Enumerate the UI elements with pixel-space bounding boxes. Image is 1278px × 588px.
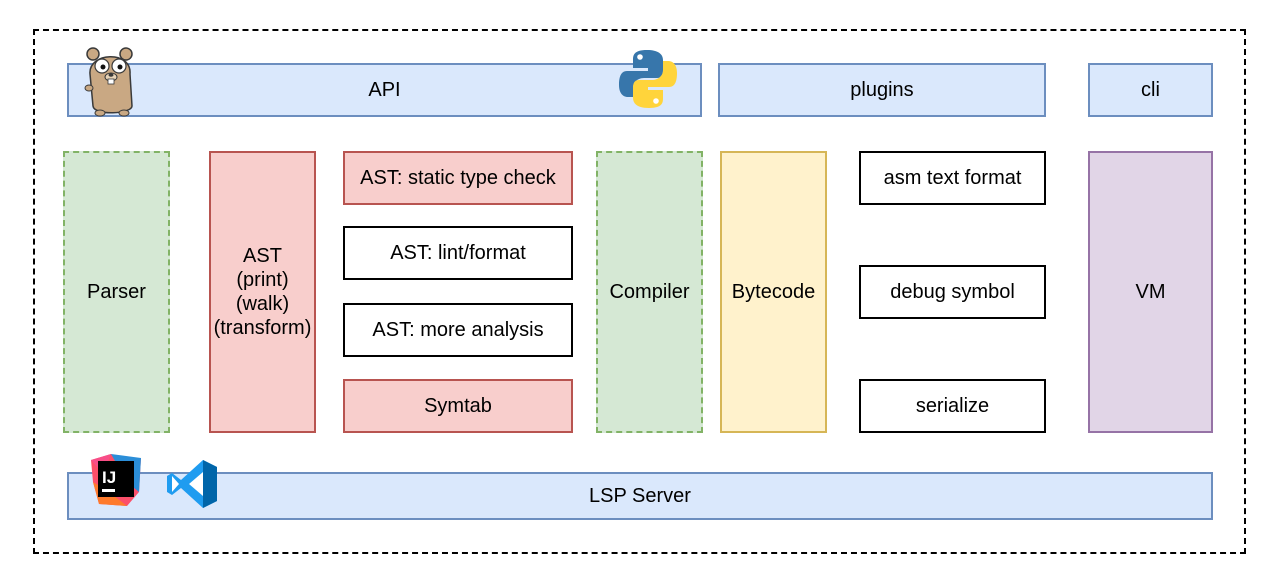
debug-symbol-label: debug symbol — [890, 281, 1015, 303]
ast-static-type-check-label: AST: static type check — [360, 167, 556, 189]
intellij-icon: IJ — [91, 454, 141, 506]
debug-symbol-box: debug symbol — [859, 265, 1046, 319]
serialize-box: serialize — [859, 379, 1046, 433]
parser-label: Parser — [87, 281, 146, 303]
symtab-box: Symtab — [343, 379, 573, 433]
ast-transform-label: (transform) — [213, 317, 312, 339]
ast-lint-format-box: AST: lint/format — [343, 226, 573, 280]
intellij-logo-text: IJ — [102, 468, 116, 487]
cli-label: cli — [1141, 79, 1160, 101]
symtab-label: Symtab — [424, 395, 492, 417]
asm-text-format-box: asm text format — [859, 151, 1046, 205]
vm-box: VM — [1088, 151, 1213, 433]
plugins-bar: plugins — [718, 63, 1046, 117]
lsp-server-label: LSP Server — [589, 485, 691, 507]
ast-label-group: AST (print) (walk) (transform) — [214, 244, 312, 340]
asm-text-format-label: asm text format — [883, 167, 1022, 189]
parser-box: Parser — [63, 151, 170, 433]
ast-lint-format-label: AST: lint/format — [390, 242, 526, 264]
compiler-label: Compiler — [609, 281, 690, 303]
ast-static-type-check-box: AST: static type check — [343, 151, 573, 205]
cli-bar: cli — [1088, 63, 1213, 117]
ast-label: AST — [243, 245, 282, 267]
bytecode-box: Bytecode — [720, 151, 827, 433]
api-bar: API — [67, 63, 702, 117]
lsp-server-bar: LSP Server — [67, 472, 1213, 520]
api-label: API — [368, 79, 401, 101]
plugins-label: plugins — [850, 79, 914, 101]
architecture-frame — [33, 29, 1246, 554]
vm-label: VM — [1135, 281, 1166, 303]
gopher-icon — [84, 47, 133, 117]
vscode-icon — [167, 460, 217, 508]
ast-box: AST (print) (walk) (transform) — [209, 151, 316, 433]
ast-walk-label: (walk) — [235, 293, 290, 315]
ast-more-analysis-label: AST: more analysis — [372, 319, 544, 341]
compiler-box: Compiler — [596, 151, 703, 433]
serialize-label: serialize — [915, 395, 990, 417]
python-icon — [619, 50, 677, 108]
ast-more-analysis-box: AST: more analysis — [343, 303, 573, 357]
bytecode-label: Bytecode — [731, 281, 816, 303]
ast-print-label: (print) — [236, 269, 289, 291]
